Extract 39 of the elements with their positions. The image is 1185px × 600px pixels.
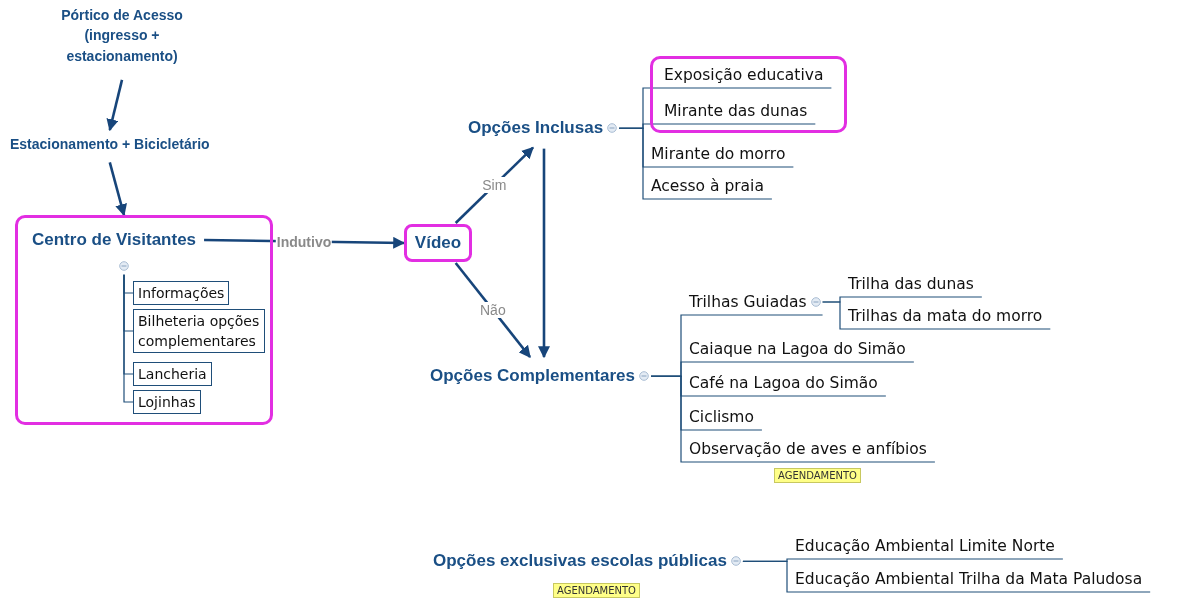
highlight-frame (650, 56, 847, 133)
topic-label: Ciclismo (681, 404, 762, 430)
highlight-frame (15, 215, 273, 425)
tag-label: AGENDAMENTO (774, 468, 861, 483)
tag-label: AGENDAMENTO (553, 583, 640, 598)
branch-line (618, 127, 773, 200)
arrow (106, 79, 124, 132)
topic-heading: Pórtico de Acesso (ingresso + estacionamento) (47, 5, 197, 66)
branch-line (821, 301, 1051, 330)
topic-label: Mirante das dunas (656, 98, 816, 124)
arrow (538, 148, 550, 359)
topic-label: Mirante do morro (643, 141, 794, 167)
topic-heading: Estacionamento + Bicicletário (10, 134, 210, 155)
edge-label: Indutivo (275, 233, 333, 250)
topic-label: Trilhas da mata do morro (840, 303, 1051, 329)
topic-heading: Opções exclusivas escolas públicas (433, 550, 727, 572)
item-box: Bilheteria opções complementares (133, 309, 265, 353)
arrow (108, 161, 127, 217)
edge-label: Não (479, 302, 507, 318)
topic-label: Exposição educativa (656, 62, 832, 88)
topic-heading: Opções Complementares (430, 365, 635, 387)
topic-label: Observação de aves e anfíbios (681, 436, 935, 462)
item-box: Lancheria (133, 362, 212, 386)
topic-label: Acesso à praia (643, 173, 772, 199)
edge-label: Sim (481, 177, 508, 194)
branch-line (123, 274, 134, 403)
topic-heading: Centro de Visitantes (32, 229, 197, 251)
topic-label: Educação Ambiental Limite Norte (787, 533, 1063, 559)
topic-label: Trilhas Guiadas (689, 292, 807, 312)
topic-heading: Opções Inclusas (468, 117, 604, 139)
item-box: Lojinhas (133, 390, 201, 414)
item-box: Informações (133, 281, 230, 305)
topic-label: Educação Ambiental Trilha da Mata Paludosa (787, 566, 1151, 592)
topic-label: Caiaque na Lagoa do Simão (681, 336, 914, 362)
branch-line (742, 560, 1151, 593)
highlighted-topic: Vídeo (404, 224, 472, 262)
topic-label: Trilha das dunas (840, 271, 982, 297)
branch-line (650, 375, 936, 463)
topic-label: Café na Lagoa do Simão (681, 370, 886, 396)
